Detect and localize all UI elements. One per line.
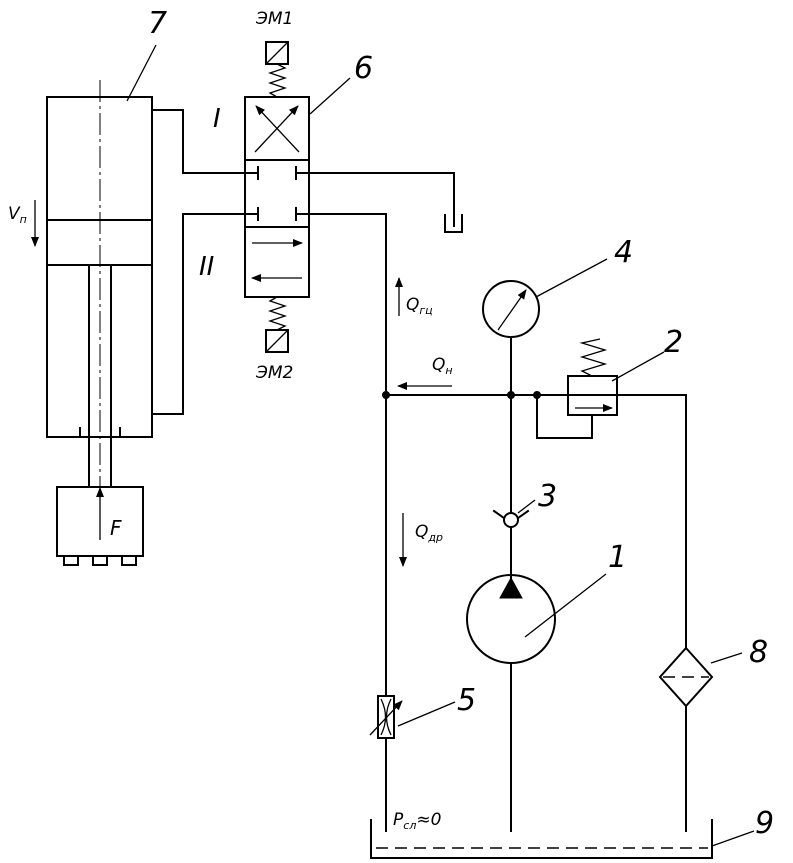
pump bbox=[466, 394, 556, 832]
em1-label: ЭМ1 bbox=[255, 9, 293, 29]
label-5: 5 bbox=[457, 683, 476, 718]
q-dr-label: Qдр bbox=[415, 522, 443, 544]
label-1: 1 bbox=[608, 540, 627, 575]
force-label: F bbox=[110, 516, 122, 540]
label-6: 6 bbox=[354, 51, 373, 86]
velocity-label: Vп bbox=[8, 204, 27, 226]
em2-label: ЭМ2 bbox=[255, 363, 293, 383]
labels: 7 6 4 2 3 1 5 8 9 I II ЭМ1 ЭМ2 Vп F Qгц … bbox=[8, 6, 774, 841]
relief-valve bbox=[533, 338, 618, 439]
tank-pressure-label: Pсл≈0 bbox=[393, 810, 441, 832]
tank bbox=[370, 819, 755, 859]
pressure-gauge bbox=[482, 280, 540, 399]
directional-valve bbox=[244, 41, 310, 353]
pressure-line bbox=[308, 213, 687, 832]
position-I-label: I bbox=[213, 104, 221, 134]
filter bbox=[658, 394, 714, 832]
label-3: 3 bbox=[538, 479, 557, 514]
label-2: 2 bbox=[664, 325, 683, 360]
label-7: 7 bbox=[148, 6, 167, 41]
q-n-label: Qн bbox=[432, 355, 453, 377]
q-gc-label: Qгц bbox=[406, 295, 433, 317]
label-4: 4 bbox=[614, 235, 633, 270]
leader-lines bbox=[126, 44, 743, 727]
label-8: 8 bbox=[749, 635, 768, 670]
drain-line bbox=[308, 172, 463, 233]
position-II-label: II bbox=[199, 252, 214, 282]
cylinder-lines bbox=[151, 109, 246, 415]
label-9: 9 bbox=[755, 806, 774, 841]
throttle bbox=[369, 695, 403, 739]
hydraulic-cylinder bbox=[31, 80, 153, 566]
